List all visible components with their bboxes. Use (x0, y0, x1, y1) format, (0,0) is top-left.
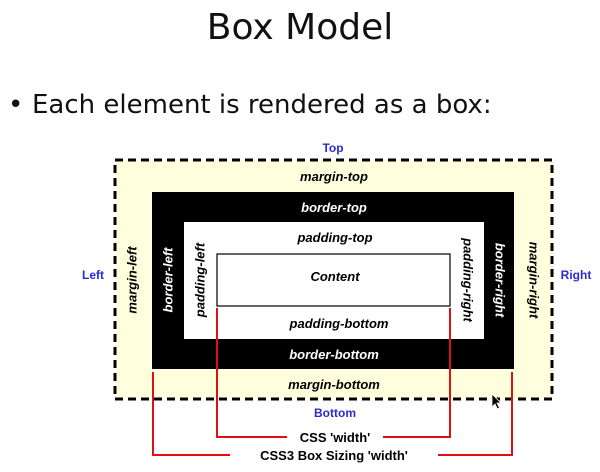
border-top-label: border-top (301, 200, 367, 215)
border-right-label: border-right (493, 243, 508, 318)
content-label: Content (310, 269, 360, 284)
right-label: Right (561, 268, 592, 282)
css3-width-label: CSS3 Box Sizing 'width' (260, 448, 408, 463)
margin-left-label: margin-left (124, 246, 139, 314)
top-label: Top (322, 141, 343, 155)
padding-right-label: padding-right (461, 237, 476, 322)
css-width-label-bg (287, 429, 383, 445)
bullet-text: Each element is rendered as a box: (32, 90, 492, 120)
content-box (216, 253, 451, 307)
padding-bottom-label: padding-bottom (289, 316, 389, 331)
padding-left-label: padding-left (192, 242, 207, 318)
slide-title: Box Model (206, 7, 394, 48)
margin-top-label: margin-top (300, 169, 368, 184)
margin-right-label: margin-right (527, 242, 542, 319)
bullet-dot-icon: • (8, 90, 24, 120)
margin-bottom-label: margin-bottom (288, 377, 380, 392)
bullet-item: • Each element is rendered as a box: (8, 88, 492, 122)
padding-top-label: padding-top (296, 230, 372, 245)
mouse-cursor-icon (491, 393, 502, 410)
bottom-label: Bottom (314, 406, 356, 420)
border-bottom-label: border-bottom (289, 347, 379, 362)
border-left-label: border-left (160, 247, 175, 313)
css-width-label: CSS 'width' (300, 430, 370, 445)
left-label: Left (82, 268, 104, 282)
css3-width-label-bg (230, 447, 438, 463)
